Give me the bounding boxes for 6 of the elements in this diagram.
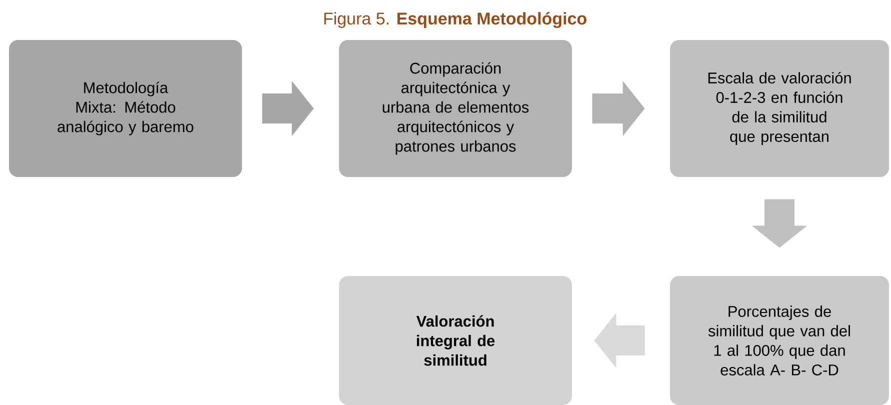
process-box: Porcentajes de similitud que van del 1 al 100% que dan escala A- B- C-D [670,276,889,405]
process-box: Escala de valoración 0-1-2-3 en función de la similitud que presentan [670,40,889,177]
process-box: Comparación arquitectónica y urbana de elementos arquitectónicos y patrones urbanos [339,40,572,177]
figure-title: Figura 5. Esquema Metodológico [324,12,586,28]
process-box: Metodología Mixta: Método analógico y baremo [9,40,242,177]
process-box: Valoración integral de similitud [339,276,572,405]
